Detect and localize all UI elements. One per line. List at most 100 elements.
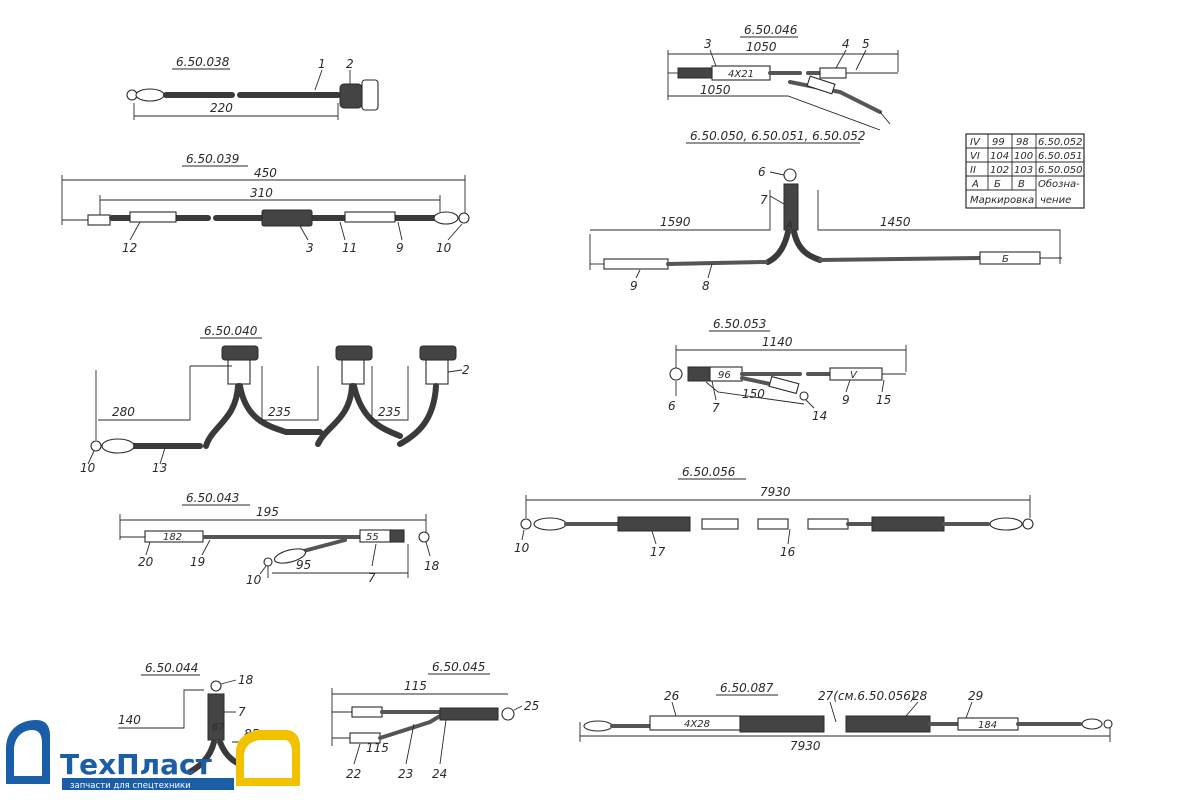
part-callout: 17 <box>650 545 666 559</box>
wire-mark: А <box>785 220 793 231</box>
assembly-code: 6.50.050, 6.50.051, 6.50.052 <box>690 129 866 143</box>
dimension-label: 220 <box>210 101 233 115</box>
wire-mark: V <box>850 370 858 381</box>
ring-terminal <box>458 212 470 224</box>
table-cell: 6.50.051 <box>1038 151 1083 162</box>
dimension-label: 1450 <box>880 215 911 229</box>
table-cell: 103 <box>1014 165 1033 176</box>
wire-mark: 182 <box>163 532 182 543</box>
ring-terminal <box>90 440 102 452</box>
part-callout: 4 <box>842 37 850 51</box>
part-callout: 5 <box>862 37 870 51</box>
harness-bundle <box>783 183 799 231</box>
part-callout: 22 <box>346 767 361 781</box>
ring-terminal <box>783 168 797 182</box>
part-callout: 10 <box>436 241 452 255</box>
part-callout: 20 <box>138 555 154 569</box>
assembly-6-50-053: 6.50.053 1140 96 V 150 6 7 14 9 15 <box>668 317 907 423</box>
assembly-code: 6.50.087 <box>720 681 774 695</box>
terminal-sleeve <box>273 548 307 564</box>
assembly-code: 6.50.040 <box>204 324 258 338</box>
dimension-label: 115 <box>366 741 389 755</box>
assembly-code: 6.50.039 <box>186 152 239 166</box>
techplast-logo: ТехПласт запчасти для спецтехники <box>6 720 300 791</box>
harness-bundle <box>261 209 313 227</box>
part-callout: 9 <box>630 279 638 293</box>
part-callout: 6 <box>758 165 766 179</box>
part-callout: 7 <box>238 705 246 719</box>
part-callout: 2 <box>462 363 470 377</box>
ring-terminal <box>520 518 532 530</box>
ring-terminal <box>669 367 683 381</box>
table-cell: В <box>1018 179 1025 190</box>
part-callout: 26 <box>664 689 680 703</box>
dimension-label: 310 <box>250 186 273 200</box>
assembly-6-50-043: 6.50.043 195 182 55 95 20 19 10 7 18 <box>119 491 440 587</box>
connector-plug <box>335 345 373 361</box>
wire-mark: Б <box>1002 254 1009 265</box>
part-callout: 16 <box>780 545 796 559</box>
logo-name: ТехПласт <box>60 748 213 781</box>
terminal-sleeve <box>433 211 459 225</box>
part-callout: 28 <box>912 689 928 703</box>
dimension-label: 7930 <box>790 739 821 753</box>
part-callout: 2 <box>346 57 354 71</box>
wire <box>187 739 217 775</box>
part-callout: 10 <box>514 541 530 555</box>
harness-bundle <box>207 693 225 741</box>
part-callout: 7 <box>760 193 768 207</box>
table-cell: 102 <box>990 165 1009 176</box>
connector-plug <box>419 345 457 361</box>
terminal-sleeve <box>101 438 135 454</box>
assembly-code: 6.50.046 <box>744 23 798 37</box>
assembly-6-50-045: 6.50.045 115 115 25 22 23 24 <box>331 660 539 781</box>
assembly-code: 6.50.044 <box>145 661 198 675</box>
part-callout: 14 <box>812 409 827 423</box>
table-cell: 6.50.050 <box>1038 165 1083 176</box>
marking-table: IV 99 98 6.50.052 VI 104 100 6.50.051 II… <box>965 133 1085 209</box>
table-footer: Маркировка <box>970 195 1034 206</box>
connector-plug <box>339 83 363 109</box>
ring-terminal <box>418 531 430 543</box>
assembly-code: 6.50.043 <box>186 491 239 505</box>
dimension-label: 195 <box>256 505 279 519</box>
part-callout: 18 <box>238 673 254 687</box>
dimension-label: 140 <box>118 713 141 727</box>
part-callout: 27(см.6.50.056) <box>818 689 916 703</box>
part-callout: 10 <box>246 573 262 587</box>
part-callout: 3 <box>306 241 314 255</box>
assembly-code: 6.50.053 <box>713 317 766 331</box>
ring-terminal <box>263 557 273 567</box>
table-cell: 104 <box>990 151 1009 162</box>
ring-terminal <box>1022 518 1034 530</box>
part-callout: 13 <box>152 461 167 475</box>
table-cell: Обозна- <box>1038 178 1080 190</box>
table-cell: 6.50.052 <box>1038 137 1083 148</box>
assembly-code: 6.50.038 <box>176 55 230 69</box>
part-callout: 6 <box>668 399 676 413</box>
table-cell: Б <box>994 179 1001 190</box>
wire-mark: 4X21 <box>728 69 754 80</box>
harness-bundle <box>739 715 825 733</box>
harness-bundle <box>439 707 499 721</box>
ring-terminal <box>799 391 809 401</box>
dimension-label: 115 <box>404 679 427 693</box>
assembly-6-50-039: 6.50.039 450 310 12 3 11 9 10 <box>61 152 470 255</box>
dimension-label: 1050 <box>746 40 777 54</box>
harness-bundle <box>617 516 691 532</box>
dimension-label: 280 <box>112 405 135 419</box>
wire-mark: 4X28 <box>684 719 710 730</box>
assembly-code: 6.50.045 <box>432 660 485 674</box>
assembly-6-50-056: 6.50.056 7930 10 17 16 <box>514 465 1034 559</box>
wire <box>765 229 791 265</box>
wire <box>203 383 241 449</box>
dimension-label: 95 <box>296 558 311 572</box>
table-cell: VI <box>970 151 980 162</box>
assembly-code: 6.50.056 <box>682 465 736 479</box>
part-callout: 23 <box>398 767 413 781</box>
part-callout: 1 <box>318 57 326 71</box>
wire-mark: 184 <box>978 720 997 731</box>
table-cell: А <box>971 179 979 190</box>
